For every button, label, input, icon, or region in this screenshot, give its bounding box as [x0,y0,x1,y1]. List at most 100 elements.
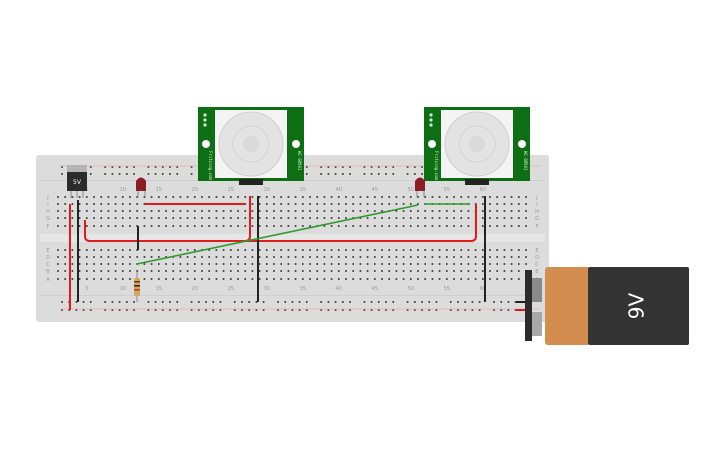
column-number-top: 10 [120,187,126,193]
breadboard-hole [330,249,333,251]
breadboard-hole [291,301,294,303]
pir-left-label-2: HC-SR501 [297,151,302,171]
breadboard-hole [301,278,304,280]
breadboard-hole [402,217,405,219]
breadboard-hole [373,196,376,198]
breadboard-hole [301,225,304,227]
breadboard-hole [337,210,340,212]
pir-right-mount-hole-2 [518,140,526,148]
pir-sensor-right: Fritzing.com HC-SR501 [424,107,530,185]
breadboard-hole [517,270,520,272]
breadboard-hole [237,217,239,219]
breadboard-hole [489,217,491,219]
row-letter: C [46,262,50,268]
breadboard-hole [100,210,103,212]
breadboard-hole [237,263,239,265]
breadboard-hole [64,256,67,258]
breadboard-hole [186,210,189,212]
breadboard-hole [93,278,95,280]
breadboard-hole [417,256,419,258]
breadboard-hole [349,301,351,303]
breadboard-hole [481,203,484,205]
breadboard-hole [507,301,510,303]
breadboard-hole [395,256,398,258]
breadboard-hole [431,249,434,251]
breadboard-hole [359,225,362,227]
breadboard-hole [273,203,275,205]
breadboard-hole [445,270,448,272]
breadboard-hole [133,173,135,175]
breadboard-hole [525,217,527,219]
column-number-bottom: 20 [192,286,198,292]
breadboard-hole [237,196,239,198]
breadboard-hole [517,263,520,265]
breadboard-hole [78,225,81,227]
breadboard-hole [402,249,405,251]
breadboard-hole [89,309,92,311]
breadboard-hole [284,301,287,303]
breadboard-hole [258,210,261,212]
breadboard-hole [133,301,135,303]
breadboard-hole [222,196,225,198]
breadboard-hole [503,256,506,258]
breadboard-hole [291,309,294,311]
breadboard-hole [136,203,139,205]
breadboard-hole [341,301,344,303]
breadboard-hole [460,256,463,258]
breadboard-hole [496,270,499,272]
breadboard-hole [114,225,117,227]
breadboard-hole [208,196,211,198]
breadboard-hole [251,270,254,272]
breadboard-hole [71,203,74,205]
breadboard-hole [431,210,434,212]
breadboard-hole [201,256,203,258]
breadboard-hole [241,301,243,303]
column-number-bottom: 45 [372,286,378,292]
breadboard-hole [229,270,232,272]
breadboard-hole [395,263,398,265]
breadboard-hole [345,196,347,198]
breadboard-hole [280,270,283,272]
breadboard-hole [100,225,103,227]
breadboard-hole [150,256,153,258]
breadboard-hole [161,309,164,311]
breadboard-hole [280,203,283,205]
breadboard-hole [258,225,261,227]
breadboard-hole [273,217,275,219]
breadboard-hole [359,270,362,272]
breadboard-hole [460,225,463,227]
breadboard-hole [510,270,513,272]
breadboard-hole [417,210,419,212]
breadboard-hole [381,196,383,198]
breadboard-hole [510,203,513,205]
breadboard-hole [438,249,441,251]
pir-sensor-left: Fritzing.com HC-SR501 [198,107,304,185]
breadboard-hole [165,217,167,219]
breadboard-hole [118,301,121,303]
breadboard-hole [510,278,513,280]
breadboard-hole [409,256,412,258]
breadboard-hole [258,256,261,258]
breadboard-hole [363,309,366,311]
breadboard-hole [309,217,311,219]
breadboard-hole [287,203,290,205]
breadboard-hole [496,203,499,205]
breadboard-hole [370,173,373,175]
breadboard-hole [265,278,268,280]
breadboard-hole [61,166,63,168]
breadboard-hole [201,196,203,198]
breadboard-hole [169,309,171,311]
breadboard-center-channel [40,234,545,242]
breadboard-hole [129,256,131,258]
breadboard-hole [71,249,74,251]
breadboard-hole [503,263,506,265]
breadboard-hole [201,270,203,272]
breadboard-hole [481,270,484,272]
breadboard-hole [392,173,395,175]
breadboard-hole [118,309,121,311]
breadboard-hole [496,225,499,227]
breadboard-hole [161,166,164,168]
breadboard-hole [136,270,139,272]
breadboard-hole [107,225,110,227]
column-number-bottom: 10 [120,286,126,292]
